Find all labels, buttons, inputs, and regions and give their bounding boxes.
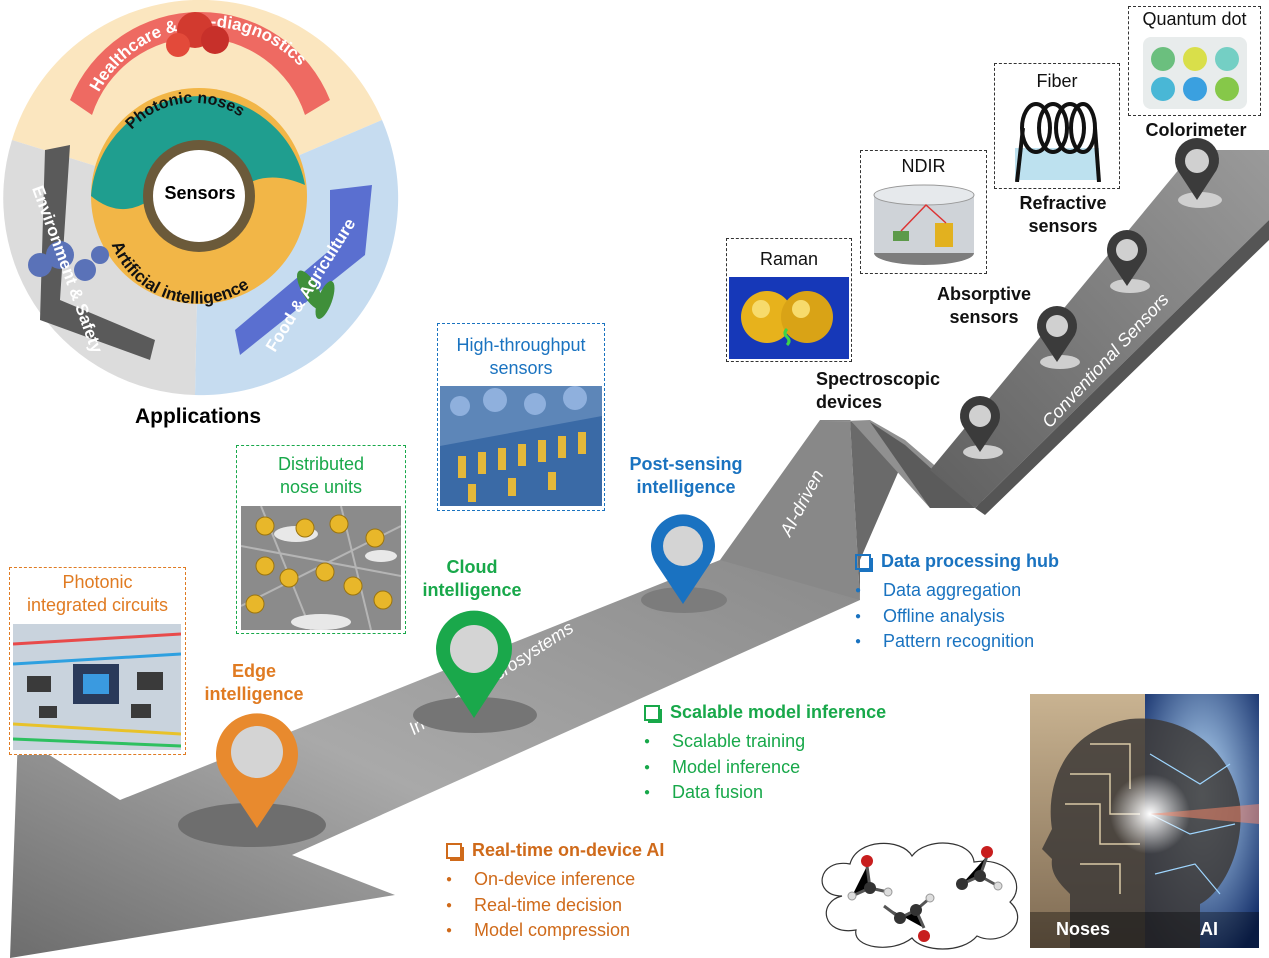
list-item: ●Pattern recognition — [855, 631, 1035, 651]
quantum-dot-vials-icon — [1143, 37, 1247, 109]
checkbox-icon — [446, 842, 462, 859]
realtime-title: Real-time on-device AI — [472, 840, 665, 860]
pollution-icon — [28, 241, 109, 281]
panel-label-noses: Noses — [1056, 919, 1111, 939]
noses-ai-panel: Noses AI — [1030, 694, 1259, 948]
data-hub-title: Data processing hub — [881, 551, 1060, 571]
list-item: ●On-device inference — [446, 869, 636, 889]
sensor-array-icon — [440, 386, 602, 506]
fiber-box: Fiber — [994, 63, 1120, 189]
applications-title: Applications — [134, 405, 261, 428]
protein-icon — [166, 12, 229, 57]
applications-wheel: Healthcare & Bio-diagnostics Photonic no… — [3, 0, 399, 396]
ndir-box: NDIR — [860, 150, 987, 274]
list-item: ●Model compression — [446, 920, 631, 940]
colorimeter-label: Colorimeter — [1145, 120, 1247, 140]
raman-nanoparticle-icon — [729, 277, 849, 359]
scalable-list: Scalable model inference ●Scalable train… — [644, 702, 886, 806]
list-item: ●Data aggregation — [855, 580, 1022, 600]
realtime-list: Real-time on-device AI ●On-device infere… — [446, 840, 664, 944]
list-item: ●Offline analysis — [855, 605, 1005, 626]
raman-box: Raman — [726, 238, 852, 362]
checkbox-icon — [644, 704, 660, 721]
road-ramp — [720, 420, 860, 600]
panel-label-ai: AI — [1200, 919, 1218, 939]
molecule-cloud-icon — [821, 842, 1019, 950]
circuit-board-icon — [13, 624, 181, 750]
road-lower — [10, 558, 860, 958]
scalable-title: Scalable model inference — [670, 702, 887, 722]
list-item: ●Real-time decision — [446, 894, 623, 915]
fiber-caption: Fiber — [1036, 71, 1078, 91]
plant-icon — [297, 270, 335, 319]
raman-caption: Raman — [759, 249, 819, 269]
ndir-caption: NDIR — [901, 156, 946, 176]
quantum-dot-box: Quantum dot — [1128, 6, 1261, 116]
wheel-center-sensors: Sensors — [164, 183, 236, 203]
data-hub-list: Data processing hub ●Data aggregation ●O… — [855, 551, 1059, 655]
checkbox-icon — [855, 553, 871, 570]
quantum-dot-caption: Quantum dot — [1142, 9, 1247, 29]
road-upper — [930, 150, 1269, 508]
fiber-coil-icon — [1015, 102, 1101, 182]
list-item: ●Data fusion — [644, 782, 764, 802]
ai-head-icon — [1030, 694, 1259, 948]
map-with-pins-icon — [241, 506, 401, 630]
list-item: ●Scalable training — [644, 731, 806, 751]
ndir-chamber-icon — [873, 184, 975, 265]
list-item: ●Model inference — [644, 756, 801, 777]
